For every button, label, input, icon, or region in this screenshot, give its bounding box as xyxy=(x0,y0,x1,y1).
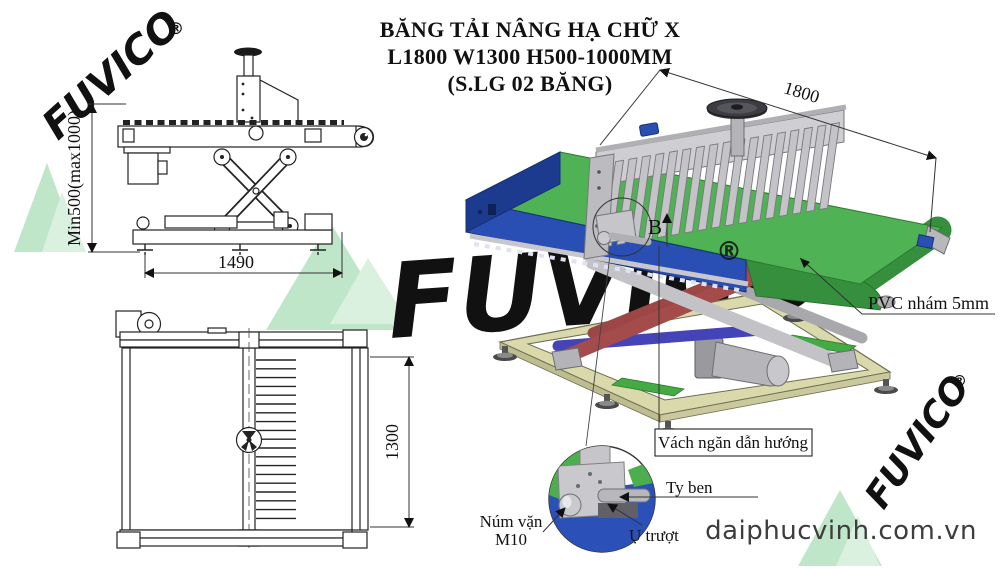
svg-text:Vách ngăn dẫn hướng: Vách ngăn dẫn hướng xyxy=(658,433,808,452)
svg-text:Ụ trượt: Ụ trượt xyxy=(629,526,679,545)
top-view-partition-lines xyxy=(256,359,296,520)
svg-text:PVC nhám 5mm: PVC nhám 5mm xyxy=(868,293,989,313)
title-line-1: BĂNG TẢI NÂNG HẠ CHỮ X xyxy=(379,17,681,42)
registered-icon: ® xyxy=(952,372,967,390)
top-view-drawing: 1300 xyxy=(115,310,414,550)
svg-text:Ty ben: Ty ben xyxy=(666,478,713,497)
label-partition: Vách ngăn dẫn hướng xyxy=(654,246,813,457)
label-rod: Ty ben xyxy=(619,478,758,502)
drawing-title: BĂNG TẢI NÂNG HẠ CHỮ X L1800 W1300 H500-… xyxy=(310,16,750,97)
title-line-3: (S.LG 02 BĂNG) xyxy=(447,71,613,96)
iso-slider-mechanism xyxy=(595,209,652,246)
website-url: daiphucvinh.com.vn xyxy=(705,516,977,546)
top-dim-width: 1300 xyxy=(370,356,414,528)
mountain-logo-left xyxy=(14,163,86,252)
detail-callout: Núm vặn M10 Ty ben Ụ trượt xyxy=(480,445,758,553)
iso-motor xyxy=(694,337,790,387)
svg-text:1800: 1800 xyxy=(782,77,822,107)
registered-icon: ® xyxy=(716,237,742,267)
side-feet xyxy=(137,244,326,255)
label-slider: Ụ trượt xyxy=(607,503,679,545)
registered-icon: ® xyxy=(168,19,184,38)
mountain-logo-bottom-right xyxy=(798,490,882,566)
label-pvc: PVC nhám 5mm xyxy=(799,257,995,315)
label-knob: Núm vặn M10 xyxy=(480,507,566,549)
svg-text:Núm vặn: Núm vặn xyxy=(480,512,543,531)
side-dim-height: Min500(max1000) xyxy=(64,103,140,253)
svg-text:M10: M10 xyxy=(495,530,527,549)
svg-text:B: B xyxy=(648,215,662,239)
svg-text:Min500(max1000): Min500(max1000) xyxy=(64,110,85,246)
detail-b-marker: B xyxy=(585,197,672,447)
side-view-drawing: Min500(max1000) 1490 xyxy=(64,47,375,278)
title-line-2: L1800 W1300 H500-1000MM xyxy=(387,44,673,69)
iso-view-drawing: B 1800 PVC nhám 5mm Vách ngăn dẫn hướng xyxy=(464,67,995,457)
svg-text:1490: 1490 xyxy=(218,252,254,272)
side-dim-length: 1490 xyxy=(144,232,343,278)
svg-text:1300: 1300 xyxy=(382,424,402,460)
